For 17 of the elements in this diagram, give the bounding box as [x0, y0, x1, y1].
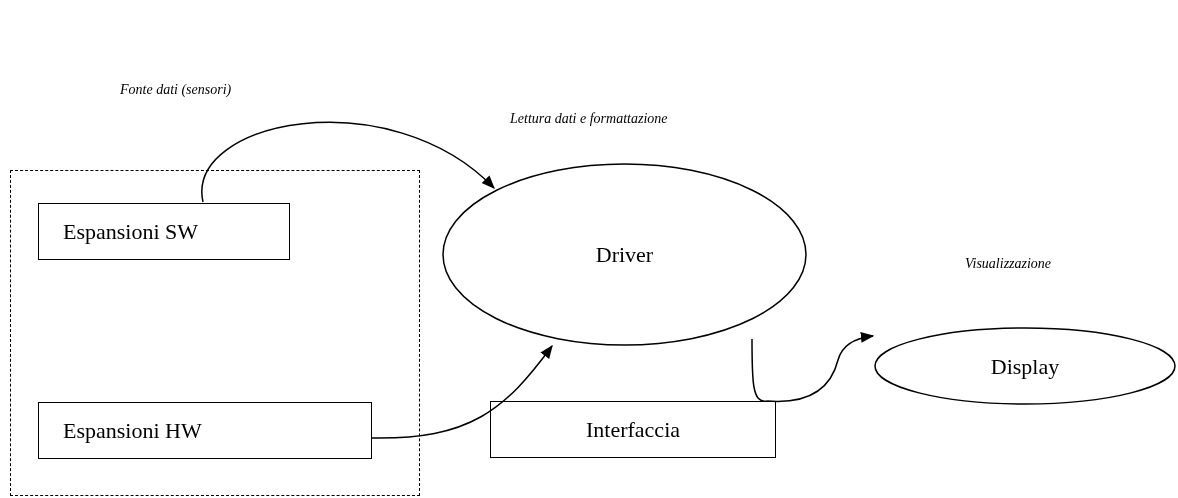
- ellipse-node: [875, 328, 1175, 404]
- ellipse-node: [443, 164, 806, 345]
- note: Visualizzazione: [965, 255, 1052, 273]
- curved-arrow: [766, 332, 875, 403]
- dashed-group-box: [10, 170, 420, 496]
- node-caption: Lettura dati e formattazione: [510, 110, 668, 128]
- process-box: [38, 203, 290, 260]
- node-label: Espansioni HW: [63, 417, 202, 445]
- process-box: [490, 401, 776, 458]
- node-label: Espansioni SW: [63, 218, 199, 246]
- edge-label: Fonte dati (sensori): [120, 81, 232, 99]
- node-label: Interfaccia: [586, 416, 680, 444]
- curved-arrow: [370, 344, 553, 439]
- node-label: Driver: [595, 241, 654, 269]
- node-label: Display: [990, 352, 1060, 381]
- curved-arrow: [202, 121, 495, 203]
- process-box: [38, 402, 372, 459]
